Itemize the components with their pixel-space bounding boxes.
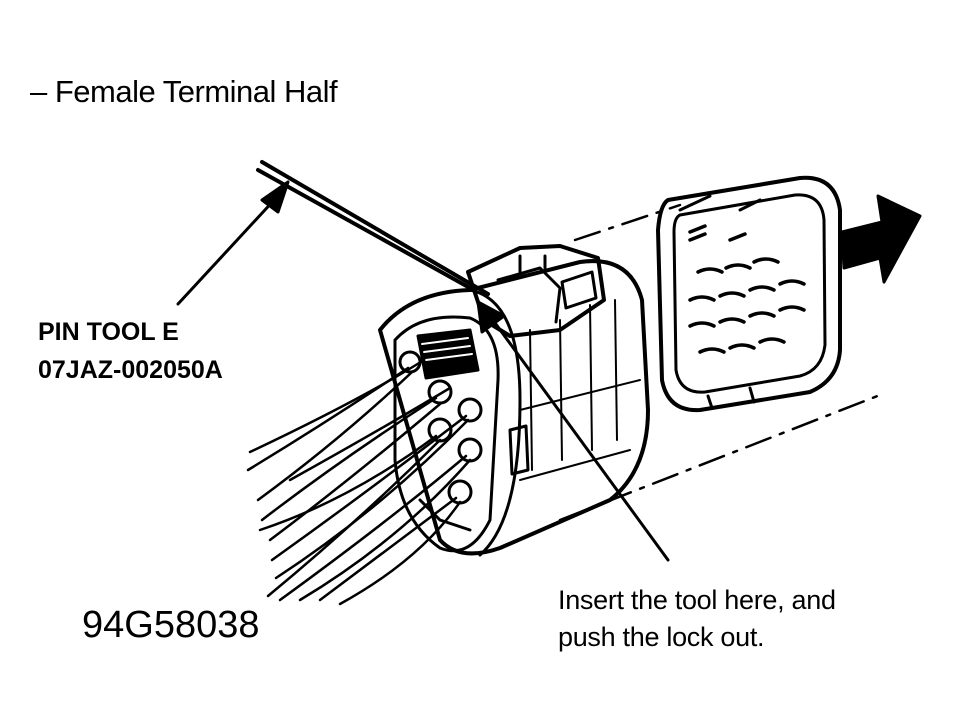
tool-name-label: PIN TOOL E [38, 318, 179, 346]
pull-direction-arrow [840, 194, 922, 284]
pin-tool [256, 160, 490, 296]
view-title: – Female Terminal Half [30, 74, 338, 109]
alignment-lines [558, 203, 882, 522]
wire-bundle [246, 358, 472, 606]
instruction-line-1: Insert the tool here, and [558, 585, 836, 615]
tool-leader-line [176, 196, 278, 306]
tool-part-number: 07JAZ-002050A [38, 356, 223, 384]
female-terminal-half [378, 244, 650, 557]
figure-id: 94G58038 [82, 604, 260, 646]
male-terminal-half [656, 175, 842, 413]
insert-leader-line [488, 314, 670, 562]
instruction-line-2: push the lock out. [558, 622, 765, 652]
